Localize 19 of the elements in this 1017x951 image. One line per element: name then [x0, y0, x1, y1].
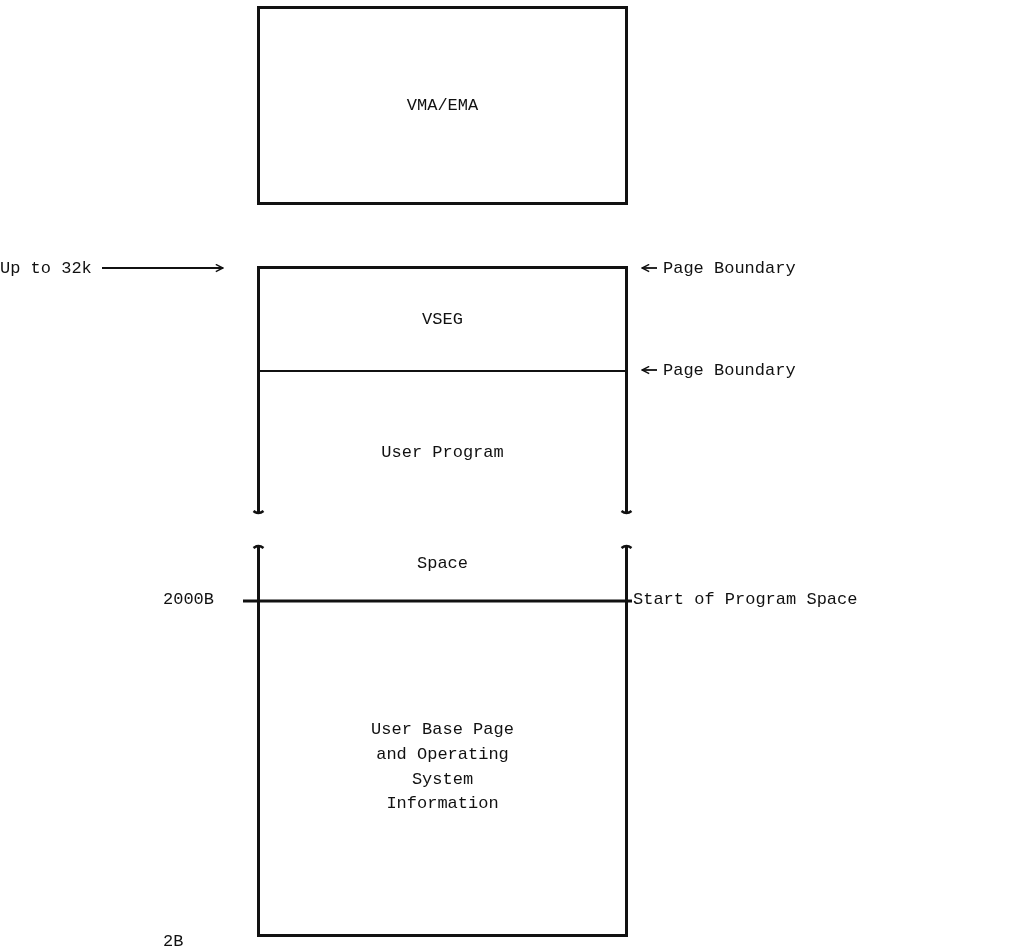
arrow — [101, 263, 224, 273]
arrow — [641, 263, 658, 273]
arrow — [641, 365, 658, 375]
memory-region — [257, 266, 628, 370]
memory-region — [257, 546, 628, 601]
annotation-text: Page Boundary — [663, 360, 796, 380]
region-label: VSEG — [422, 310, 463, 329]
region-label: User Base Page and Operating System Information — [370, 719, 515, 816]
annotation-text: Page Boundary — [663, 258, 796, 278]
address-label: 2B — [163, 932, 184, 951]
memory-region — [257, 370, 628, 513]
region-label: User Program — [381, 443, 504, 462]
boundary-label: Start of Program Space — [633, 590, 858, 609]
memory-block — [257, 6, 628, 205]
address-label: 2000B — [163, 590, 214, 609]
region-label: VMA/EMA — [406, 96, 479, 115]
memory-region — [257, 601, 628, 937]
region-label: Space — [417, 554, 468, 573]
annotation-text: Up to 32k — [0, 258, 92, 278]
